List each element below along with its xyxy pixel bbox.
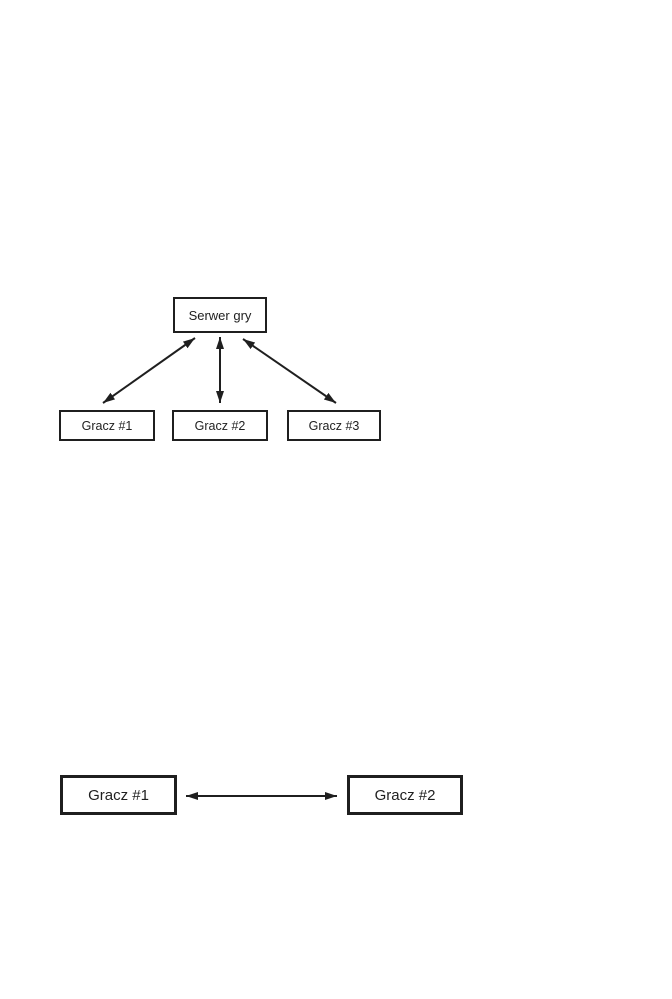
arrow-server-gracz3 — [242, 338, 337, 404]
bottom-player2-node: Gracz #2 — [347, 775, 463, 815]
bottom-player1-node: Gracz #1 — [60, 775, 177, 815]
top-player3-label: Gracz #3 — [308, 418, 360, 433]
server-node-label: Serwer gry — [188, 307, 252, 323]
top-player1-node: Gracz #1 — [59, 410, 155, 441]
arrow-server-gracz1 — [102, 337, 196, 404]
top-player1-label: Gracz #1 — [81, 418, 133, 433]
bottom-player2-label: Gracz #2 — [374, 786, 436, 804]
top-player3-node: Gracz #3 — [287, 410, 381, 441]
top-player2-node: Gracz #2 — [172, 410, 268, 441]
top-player2-label: Gracz #2 — [194, 418, 246, 433]
bottom-player1-label: Gracz #1 — [88, 786, 149, 804]
server-node: Serwer gry — [173, 297, 267, 333]
